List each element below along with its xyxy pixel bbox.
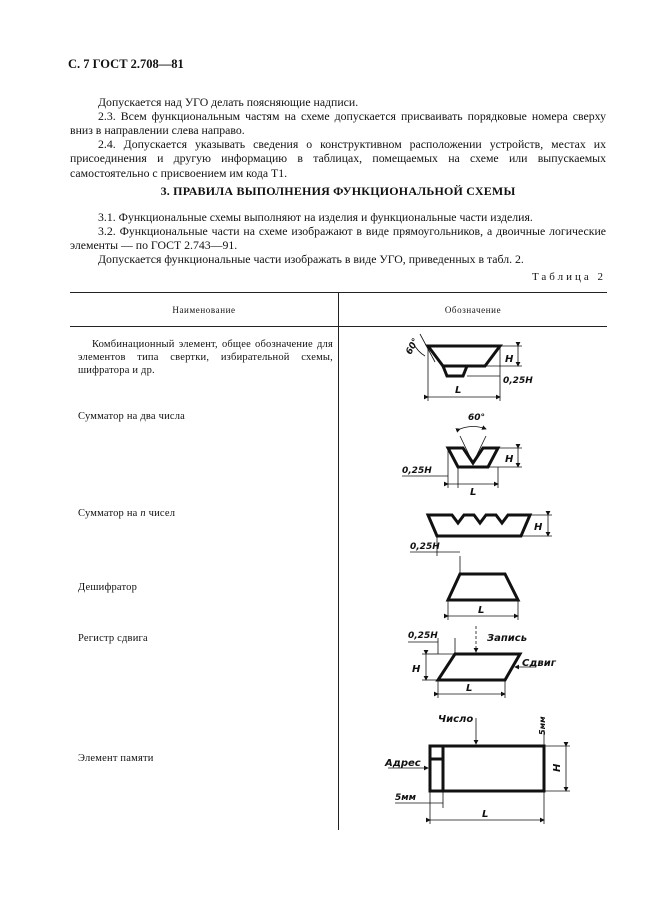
row-name-adder-two: Сумматор на два числа	[78, 411, 186, 422]
paragraph-3-1: 3.1. Функциональные схемы выполняют на и…	[98, 210, 533, 224]
shift-register-h-label: H	[412, 664, 421, 675]
combinational-element-symbol	[412, 333, 522, 401]
shift-register-shift-label: Сдвиг	[522, 658, 557, 669]
page-header: С. 7 ГОСТ 2.708—81	[68, 57, 184, 71]
section-title: 3. ПРАВИЛА ВЫПОЛНЕНИЯ ФУНКЦИОНАЛЬНОЙ СХЕ…	[160, 184, 516, 198]
table-caption: Таблица 2	[531, 271, 606, 283]
row-name-adder-n: Сумматор на n чисел	[78, 508, 176, 519]
memory-l-label: L	[482, 809, 488, 820]
adder-n-h-label: H	[534, 522, 543, 533]
table-column-divider	[338, 292, 339, 830]
adder-two-symbol	[402, 425, 522, 488]
shift-register-quarter-h-label: 0,25H	[408, 631, 438, 641]
adder-two-quarter-h-label: 0,25H	[402, 466, 432, 476]
memory-h-label: H	[552, 763, 563, 772]
adder-n-symbol	[410, 511, 552, 556]
shift-register-symbol	[408, 626, 536, 698]
row-name-combinational: Комбинационный элемент, общее обозначени…	[78, 339, 333, 376]
adder-n-quarter-h-label: 0,25H	[410, 542, 440, 552]
paragraph-3-2-note: Допускается функциональные части изображ…	[98, 252, 524, 266]
combinational-angle-label: 60°	[405, 337, 422, 357]
combinational-quarter-h-label: 0,25H	[503, 376, 533, 386]
shift-register-l-label: L	[466, 683, 472, 694]
memory-5mm-top-label: 5мм	[538, 716, 547, 735]
row-name-decoder: Дешифратор	[78, 582, 138, 593]
decoder-symbol	[444, 556, 521, 620]
row-name-memory: Элемент памяти	[78, 753, 154, 764]
adder-two-l-label: L	[470, 487, 476, 498]
combinational-l-label: L	[455, 385, 461, 396]
column-header-symbol: Обозначение	[444, 305, 502, 315]
adder-two-h-label: H	[505, 454, 514, 465]
shift-register-write-label: Запись	[487, 633, 527, 644]
memory-address-label: Адрес	[384, 758, 421, 769]
paragraph-3-2: 3.2. Функциональные части на схеме изобр…	[70, 224, 606, 253]
column-header-name: Наименование	[172, 305, 236, 315]
combinational-h-label: H	[505, 354, 514, 365]
paragraph-note: Допускается над УГО делать поясняющие на…	[98, 95, 359, 109]
memory-element-symbol	[388, 718, 570, 824]
paragraph-2-3: 2.3. Всем функциональным частям на схеме…	[70, 109, 606, 138]
row-name-shift-register: Регистр сдвига	[78, 633, 148, 644]
memory-number-label: Число	[438, 714, 473, 725]
adder-two-angle-label: 60°	[468, 413, 485, 423]
decoder-l-label: L	[478, 605, 484, 616]
paragraph-2-4: 2.4. Допускается указывать сведения о ко…	[70, 137, 606, 180]
memory-5mm-bottom-label: 5мм	[395, 793, 417, 803]
